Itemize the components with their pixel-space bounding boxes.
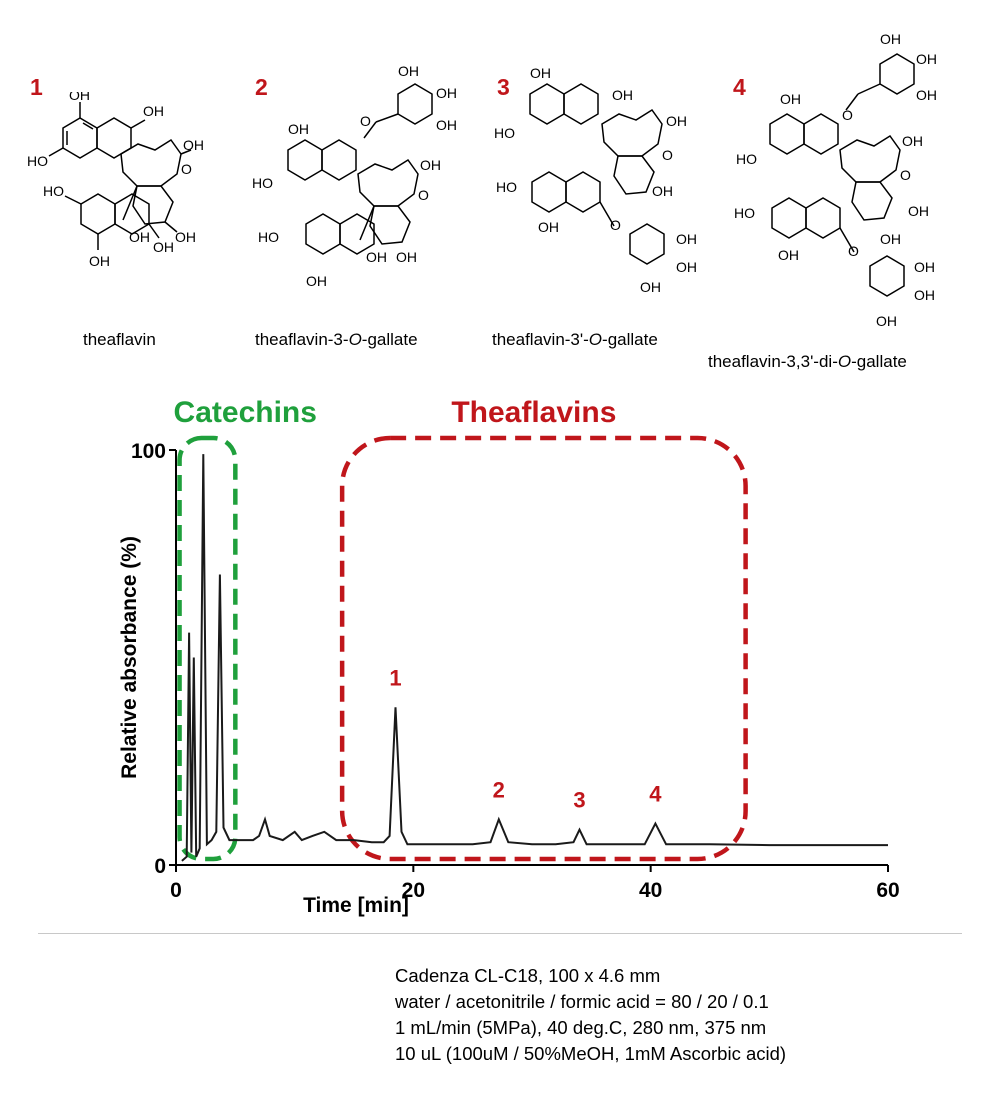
svg-text:HO: HO xyxy=(734,205,755,221)
compound-number-4: 4 xyxy=(733,74,746,100)
svg-text:OH: OH xyxy=(612,87,633,103)
svg-text:OH: OH xyxy=(306,273,327,289)
svg-text:OH: OH xyxy=(778,247,799,263)
svg-text:OH: OH xyxy=(436,117,457,133)
svg-text:O: O xyxy=(610,217,621,233)
region-label-catechins: Catechins xyxy=(174,396,317,429)
svg-text:HO: HO xyxy=(736,151,757,167)
svg-text:OH: OH xyxy=(183,137,204,153)
compound-number-2: 2 xyxy=(255,74,268,100)
svg-text:OH: OH xyxy=(876,313,897,329)
svg-text:HO: HO xyxy=(494,125,515,141)
theaflavin-3-gallate-structure: OH OH OH O OH HO OH O HO OH OH OH xyxy=(252,64,457,289)
peak-label-3: 3 xyxy=(573,788,585,813)
region-layer: Catechins Theaflavins xyxy=(174,396,748,862)
peak-label-4: 4 xyxy=(649,782,662,807)
condition-line: 10 uL (100uM / 50%MeOH, 1mM Ascorbic aci… xyxy=(395,1043,787,1064)
peak-label-layer: 1 2 3 4 xyxy=(389,665,662,812)
svg-text:O: O xyxy=(662,147,673,163)
compound-number-1: 1 xyxy=(30,74,43,100)
svg-text:OH: OH xyxy=(914,259,935,275)
y-tick-label: 100 xyxy=(131,440,166,463)
compound-name-3: theaflavin-3'-O-gallate xyxy=(492,330,658,349)
svg-text:OH: OH xyxy=(880,31,901,47)
region-box-theaflavins xyxy=(339,435,748,862)
x-tick-label: 40 xyxy=(639,879,662,902)
svg-text:OH: OH xyxy=(880,231,901,247)
compound-number-3: 3 xyxy=(497,74,510,100)
svg-text:OH: OH xyxy=(652,183,673,199)
svg-text:OH: OH xyxy=(143,103,164,119)
svg-text:O: O xyxy=(181,161,192,177)
svg-text:OH: OH xyxy=(676,231,697,247)
compound-name-2: theaflavin-3-O-gallate xyxy=(255,330,418,349)
conditions-block: Cadenza CL-C18, 100 x 4.6 mm water / ace… xyxy=(395,963,786,1067)
y-axis-label: Relative absorbance (%) xyxy=(118,536,141,779)
compound-name-4: theaflavin-3,3'-di-O-gallate xyxy=(708,352,907,371)
svg-text:OH: OH xyxy=(153,239,174,255)
svg-text:HO: HO xyxy=(258,229,279,245)
peak-label-1: 1 xyxy=(389,665,401,690)
compound-name-1: theaflavin xyxy=(83,330,156,349)
chromatogram-trace xyxy=(181,454,888,862)
x-tick-label: 60 xyxy=(876,879,899,902)
svg-text:OH: OH xyxy=(780,91,801,107)
svg-text:OH: OH xyxy=(89,253,110,269)
svg-text:HO: HO xyxy=(496,179,517,195)
x-tick-label: 0 xyxy=(170,879,182,902)
x-axis-label: Time [min] xyxy=(303,894,409,917)
svg-text:O: O xyxy=(848,243,859,259)
theaflavin-3-3prime-digallate-structure: OH OH OH O OH HO OH O OH HO OH OH O OH OH OH xyxy=(734,31,937,329)
svg-text:OH: OH xyxy=(640,279,661,295)
svg-text:OH: OH xyxy=(916,51,937,67)
region-box-catechins xyxy=(177,435,238,862)
svg-text:OH: OH xyxy=(396,249,417,265)
divider xyxy=(38,933,962,934)
svg-text:HO: HO xyxy=(27,153,48,169)
svg-text:OH: OH xyxy=(288,121,309,137)
svg-text:O: O xyxy=(360,113,371,129)
svg-text:OH: OH xyxy=(366,249,387,265)
condition-line: 1 mL/min (5MPa), 40 deg.C, 280 nm, 375 n… xyxy=(395,1017,767,1038)
svg-text:O: O xyxy=(418,187,429,203)
svg-text:OH: OH xyxy=(538,219,559,235)
chromatogram-chart: Catechins Theaflavins 0 20 40 60 0 100 1 2 3 4 Ti… xyxy=(118,396,900,917)
svg-text:OH: OH xyxy=(676,259,697,275)
svg-text:OH: OH xyxy=(69,92,90,103)
svg-text:O: O xyxy=(900,167,911,183)
svg-text:OH: OH xyxy=(916,87,937,103)
x-tick-label: 20 xyxy=(402,879,425,902)
svg-text:OH: OH xyxy=(666,113,687,129)
svg-text:HO: HO xyxy=(43,183,64,199)
svg-text:OH: OH xyxy=(914,287,935,303)
svg-text:OH: OH xyxy=(398,64,419,79)
tick-layer: 0 20 40 60 0 100 xyxy=(131,440,900,902)
svg-text:OH: OH xyxy=(420,157,441,173)
svg-text:OH: OH xyxy=(436,85,457,101)
condition-line: Cadenza CL-C18, 100 x 4.6 mm xyxy=(395,965,661,986)
svg-text:OH: OH xyxy=(129,229,150,245)
y-tick-label: 0 xyxy=(154,855,166,878)
condition-line: water / acetonitrile / formic acid = 80 … xyxy=(395,991,769,1012)
region-label-theaflavins: Theaflavins xyxy=(451,396,616,429)
theaflavin-3prime-gallate-structure: OH OH HO OH O OH HO OH O OH OH OH xyxy=(494,65,697,295)
svg-text:OH: OH xyxy=(908,203,929,219)
svg-text:OH: OH xyxy=(902,133,923,149)
svg-text:O: O xyxy=(842,107,853,123)
peak-label-2: 2 xyxy=(493,777,505,802)
svg-text:OH: OH xyxy=(530,65,551,81)
svg-text:HO: HO xyxy=(252,175,273,191)
svg-text:OH: OH xyxy=(175,229,196,245)
